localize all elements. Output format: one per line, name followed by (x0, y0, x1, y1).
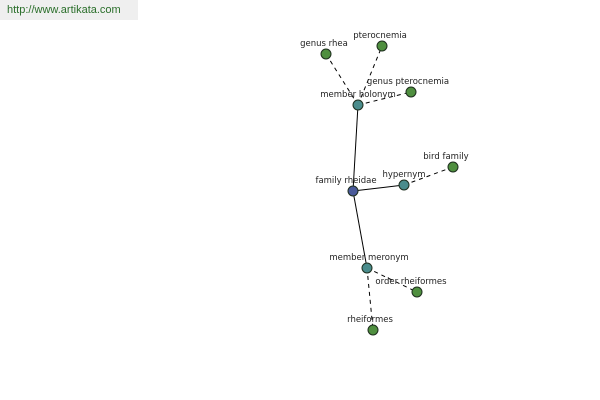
graph-nodes (320, 40, 459, 336)
edge-center-to-holonym (352, 104, 359, 192)
node-label-genus-pterocnemia[interactable]: genus pterocnemia (367, 77, 449, 87)
node-center[interactable] (347, 185, 359, 197)
node-bird-family[interactable] (447, 161, 459, 173)
node-label-pterocnemia[interactable]: pterocnemia (353, 31, 407, 41)
node-hypernym[interactable] (398, 179, 410, 191)
node-label-meronym[interactable]: member meronym (329, 253, 408, 263)
node-pterocnemia[interactable] (376, 40, 388, 52)
node-label-genus-rhea[interactable]: genus rhea (300, 39, 348, 49)
edge-center-to-meronym (352, 190, 368, 269)
edge-holonym-to-genus-pterocnemia (357, 91, 412, 106)
node-label-bird-family[interactable]: bird family (423, 152, 468, 162)
node-label-order-rheiformes[interactable]: order rheiformes (375, 277, 447, 287)
edge-meronym-to-order-rheiformes (366, 267, 418, 293)
node-genus-rhea[interactable] (320, 48, 332, 60)
edge-holonym-to-genus-rhea (325, 53, 359, 106)
node-label-holonym[interactable]: member holonym (320, 90, 395, 100)
edge-meronym-to-rheiformes (366, 267, 374, 331)
node-rheiformes[interactable] (367, 324, 379, 336)
node-holonym[interactable] (352, 99, 364, 111)
graph-labels: family rheidae member holonym hypernym memb… (300, 31, 469, 325)
edge-holonym-to-pterocnemia (357, 45, 383, 106)
node-label-rheiformes[interactable]: rheiformes (347, 315, 393, 325)
node-order-rheiformes[interactable] (411, 286, 423, 298)
graph-edges (325, 45, 454, 331)
edge-center-to-hypernym (352, 184, 405, 192)
node-genus-pterocnemia[interactable] (405, 86, 417, 98)
edge-hypernym-to-bird-family (403, 166, 454, 186)
node-meronym[interactable] (361, 262, 373, 274)
node-label-center[interactable]: family rheidae (315, 176, 376, 186)
node-label-hypernym[interactable]: hypernym (382, 170, 425, 180)
site-url-banner[interactable]: http://www.artikata.com (0, 0, 138, 20)
